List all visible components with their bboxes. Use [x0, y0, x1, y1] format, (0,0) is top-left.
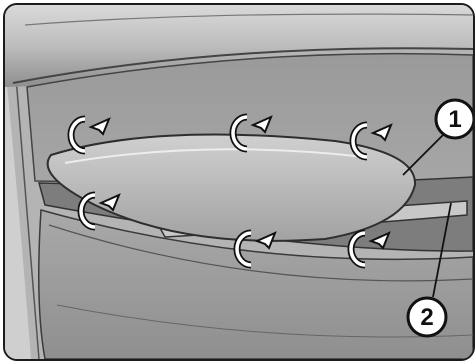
callout-2-label: 2	[420, 304, 433, 331]
door-panel-figure: 1 2	[3, 3, 475, 361]
callout-2: 2	[408, 298, 446, 336]
callout-1: 1	[436, 100, 473, 138]
door-panel-illustration: 1 2	[5, 5, 473, 359]
callout-1-label: 1	[448, 106, 461, 133]
